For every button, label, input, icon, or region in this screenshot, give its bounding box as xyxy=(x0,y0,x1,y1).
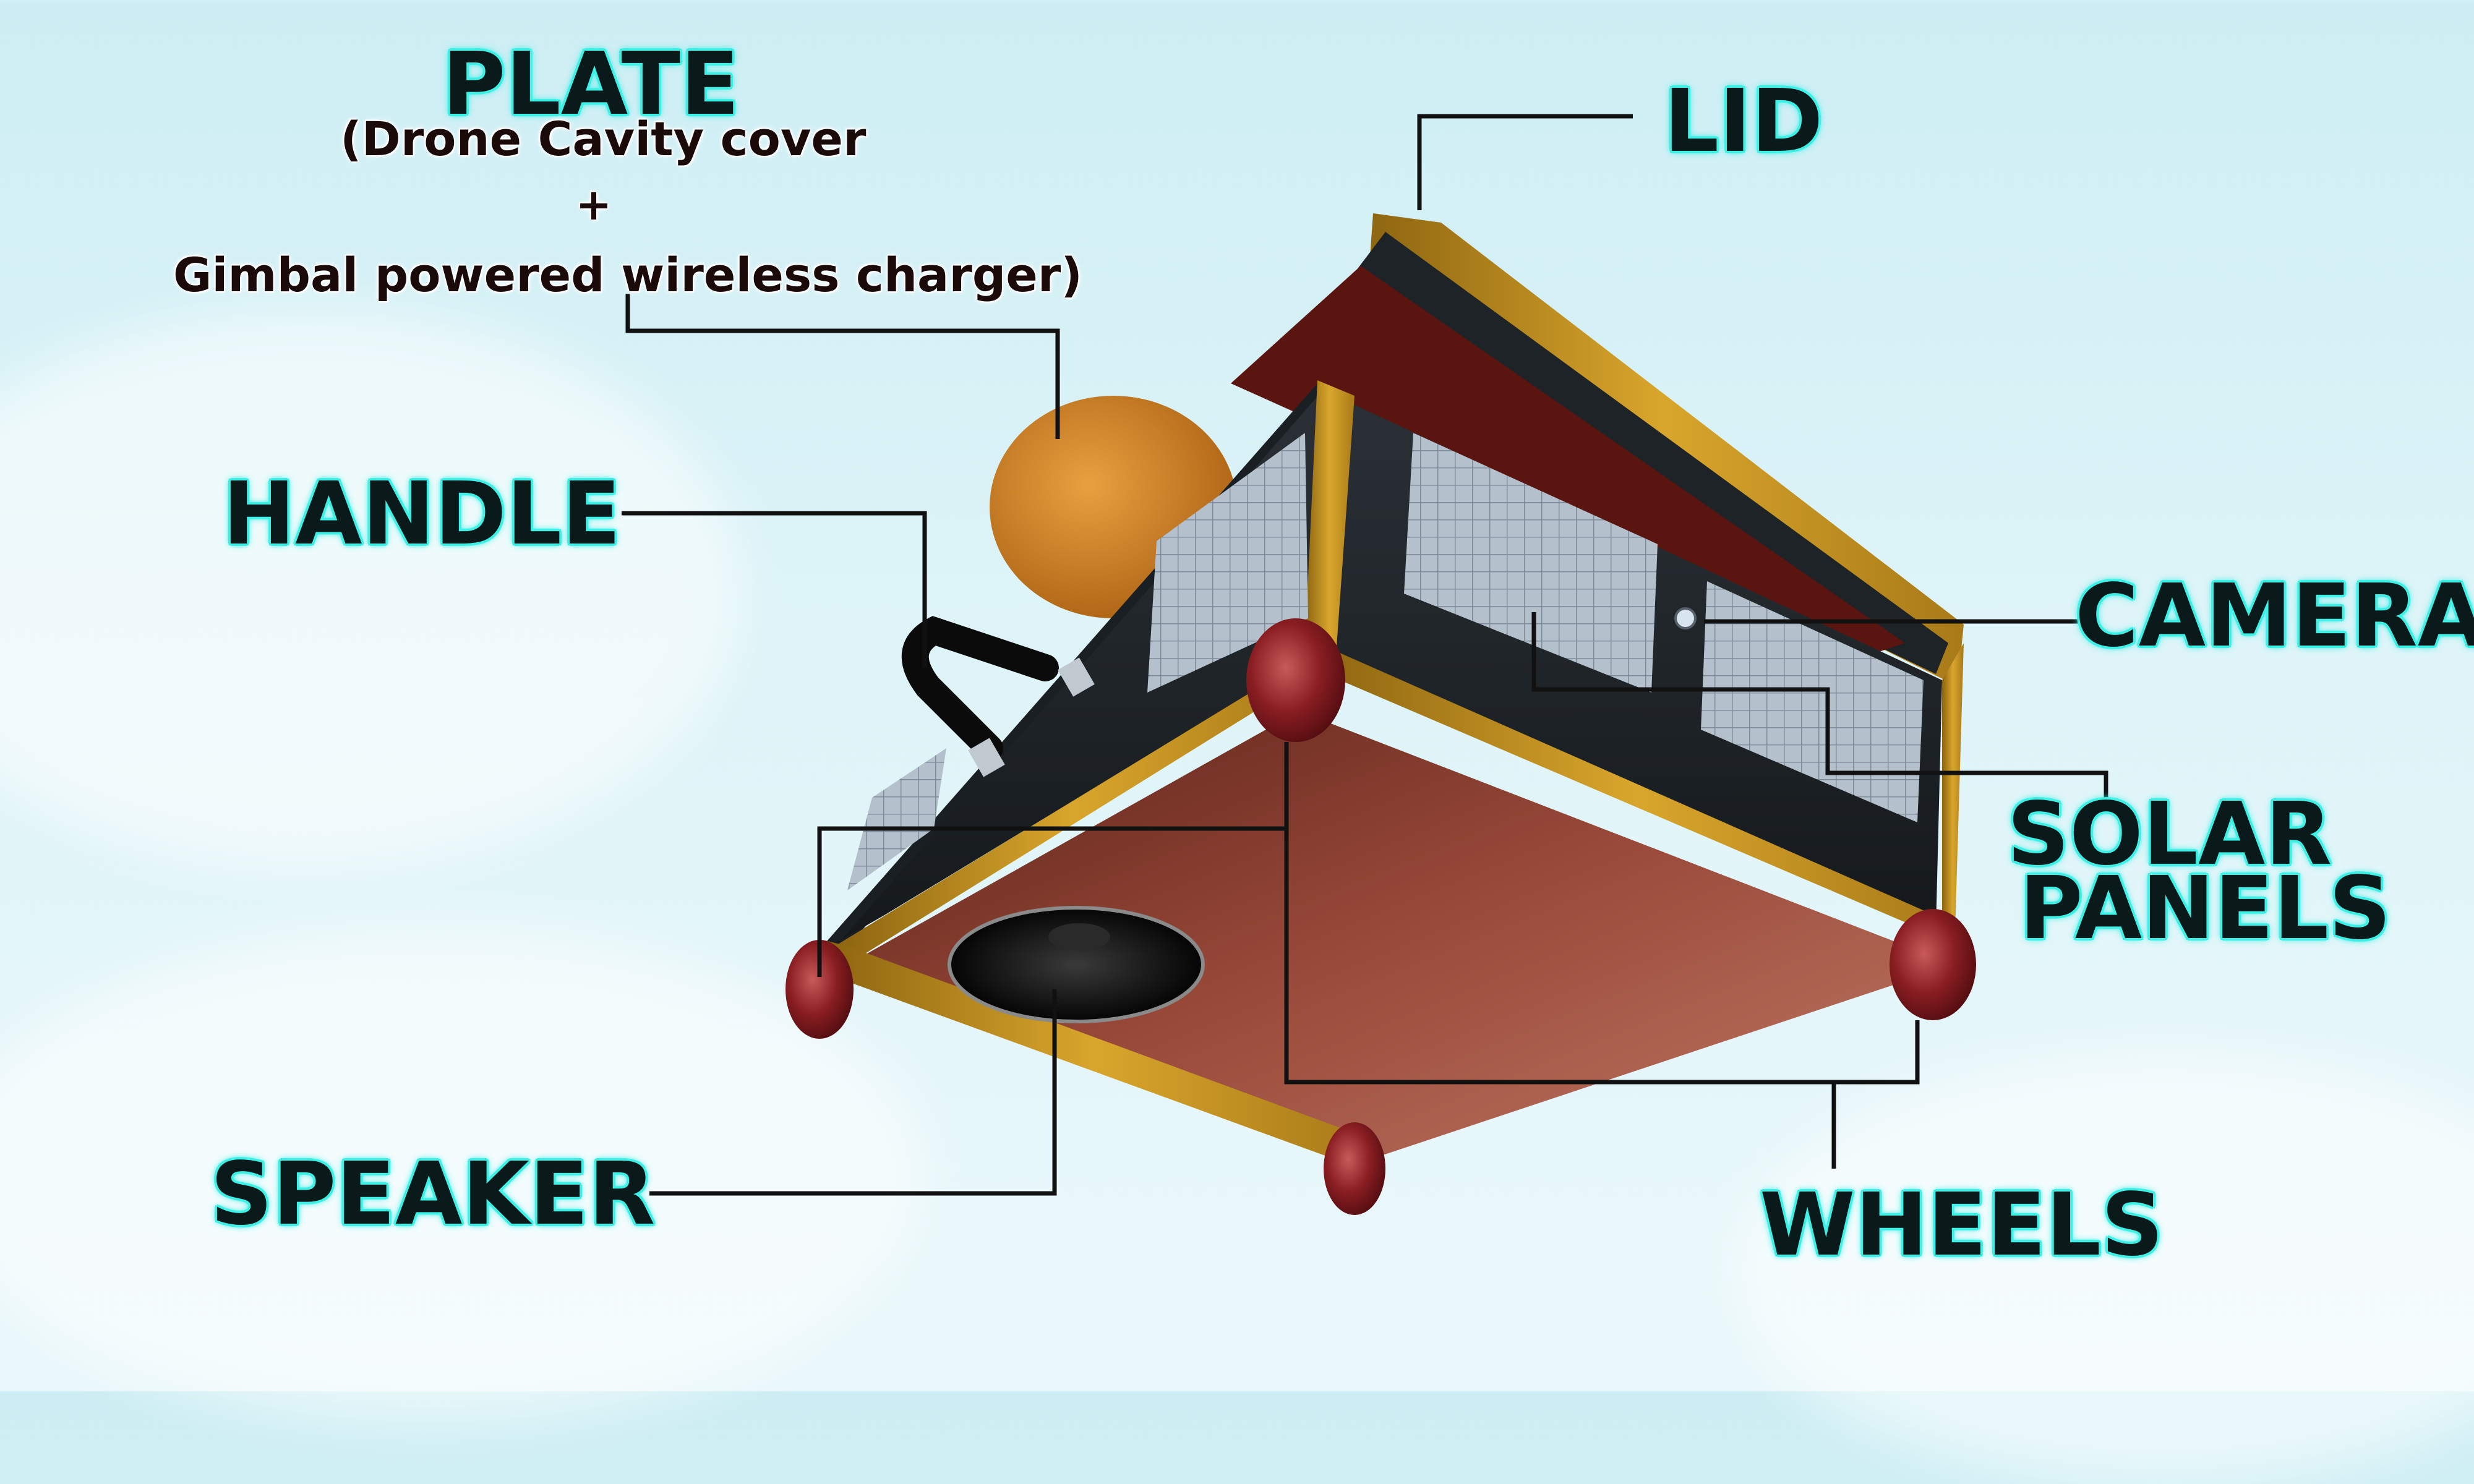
wheel xyxy=(1324,1122,1385,1215)
label-handle: HANDLE xyxy=(223,464,621,565)
speaker-dust-cap xyxy=(1048,923,1110,950)
label-solar-line2: PANELS xyxy=(2019,866,2391,952)
label-camera: CAMERA xyxy=(2075,566,2474,667)
wheel xyxy=(1890,909,1976,1020)
leader-line-plate xyxy=(628,294,1058,439)
label-plate-line1: (Drone Cavity cover xyxy=(340,111,835,166)
label-lid: LID xyxy=(1664,71,1823,172)
label-speaker: SPEAKER xyxy=(210,1144,655,1245)
label-plate-line2: + xyxy=(340,179,847,230)
label-wheels: WHEELS xyxy=(1760,1175,2164,1276)
leader-line-lid xyxy=(1419,116,1633,210)
camera-lens xyxy=(1676,608,1695,628)
label-plate-line3: Gimbal powered wireless charger) xyxy=(173,247,1008,302)
leader-line-handle xyxy=(622,513,925,668)
wheel xyxy=(1246,618,1345,742)
frame-edge xyxy=(1942,643,1964,952)
